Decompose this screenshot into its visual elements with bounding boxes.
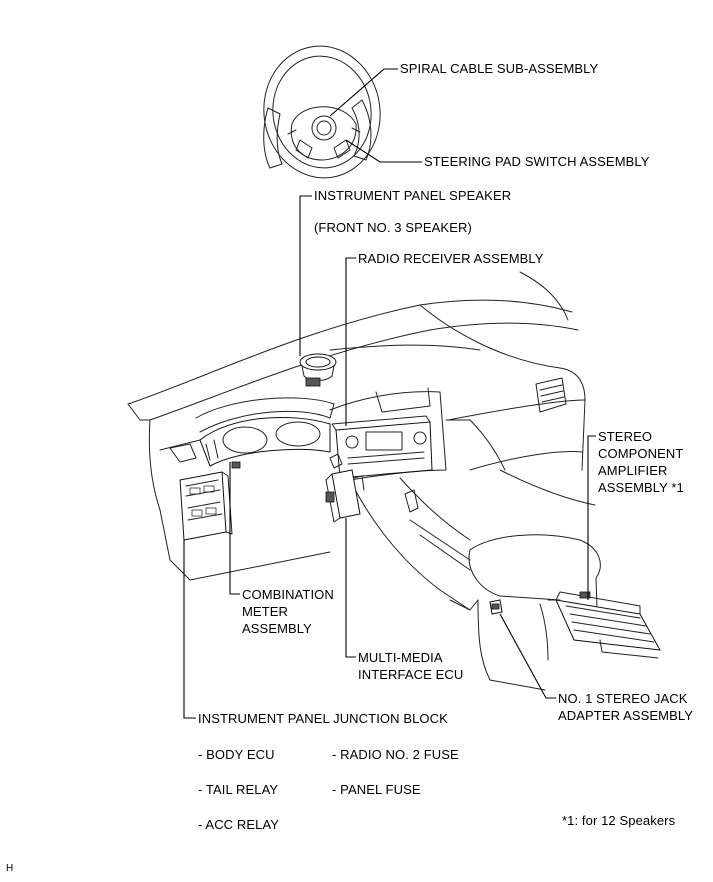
corner-mark: H [6,863,14,874]
label-spiral-cable: SPIRAL CABLE SUB-ASSEMBLY [400,61,599,76]
label-steering-pad-switch: STEERING PAD SWITCH ASSEMBLY [424,154,650,169]
label-instrument-panel-speaker: INSTRUMENT PANEL SPEAKER [314,188,512,203]
mm-ecu-drawing [325,453,365,523]
junction-item-acc-relay: - ACC RELAY [198,817,280,832]
label-amplifier-line4: ASSEMBLY *1 [598,480,684,495]
footnote: *1: for 12 Speakers [562,813,676,828]
label-amplifier-line3: AMPLIFIER [598,463,668,478]
amplifier-drawing [547,591,661,659]
junction-item-radio-fuse: - RADIO NO. 2 FUSE [332,747,459,762]
label-amplifier-line1: STEREO [598,429,653,444]
dashboard-drawing [127,271,601,691]
junction-item-body-ecu: - BODY ECU [198,747,275,762]
combination-meter-drawing [199,416,331,469]
label-junction-block: INSTRUMENT PANEL JUNCTION BLOCK [198,711,448,726]
label-amplifier-line2: COMPONENT [598,446,684,461]
label-radio-receiver: RADIO RECEIVER ASSEMBLY [358,251,544,266]
radio-receiver-drawing [331,415,433,479]
label-combination-meter-line1: COMBINATION [242,587,334,602]
label-combination-meter-line3: ASSEMBLY [242,621,312,636]
label-stereo-jack-line2: ADAPTER ASSEMBLY [558,708,694,723]
label-front-no3-speaker: (FRONT NO. 3 SPEAKER) [314,220,472,235]
steering-wheel-drawing [263,45,381,179]
label-stereo-jack-line1: NO. 1 STEREO JACK [558,691,688,706]
speaker-drawing [299,353,337,387]
label-multimedia-ecu-line1: MULTI-MEDIA [358,650,443,665]
label-combination-meter-line2: METER [242,604,288,619]
junction-block-drawing [179,471,233,541]
stereo-jack-drawing [489,599,503,615]
junction-item-panel-fuse: - PANEL FUSE [332,782,421,797]
leader-lines [183,68,596,719]
label-multimedia-ecu-line2: INTERFACE ECU [358,667,464,682]
junction-item-tail-relay: - TAIL RELAY [198,782,279,797]
